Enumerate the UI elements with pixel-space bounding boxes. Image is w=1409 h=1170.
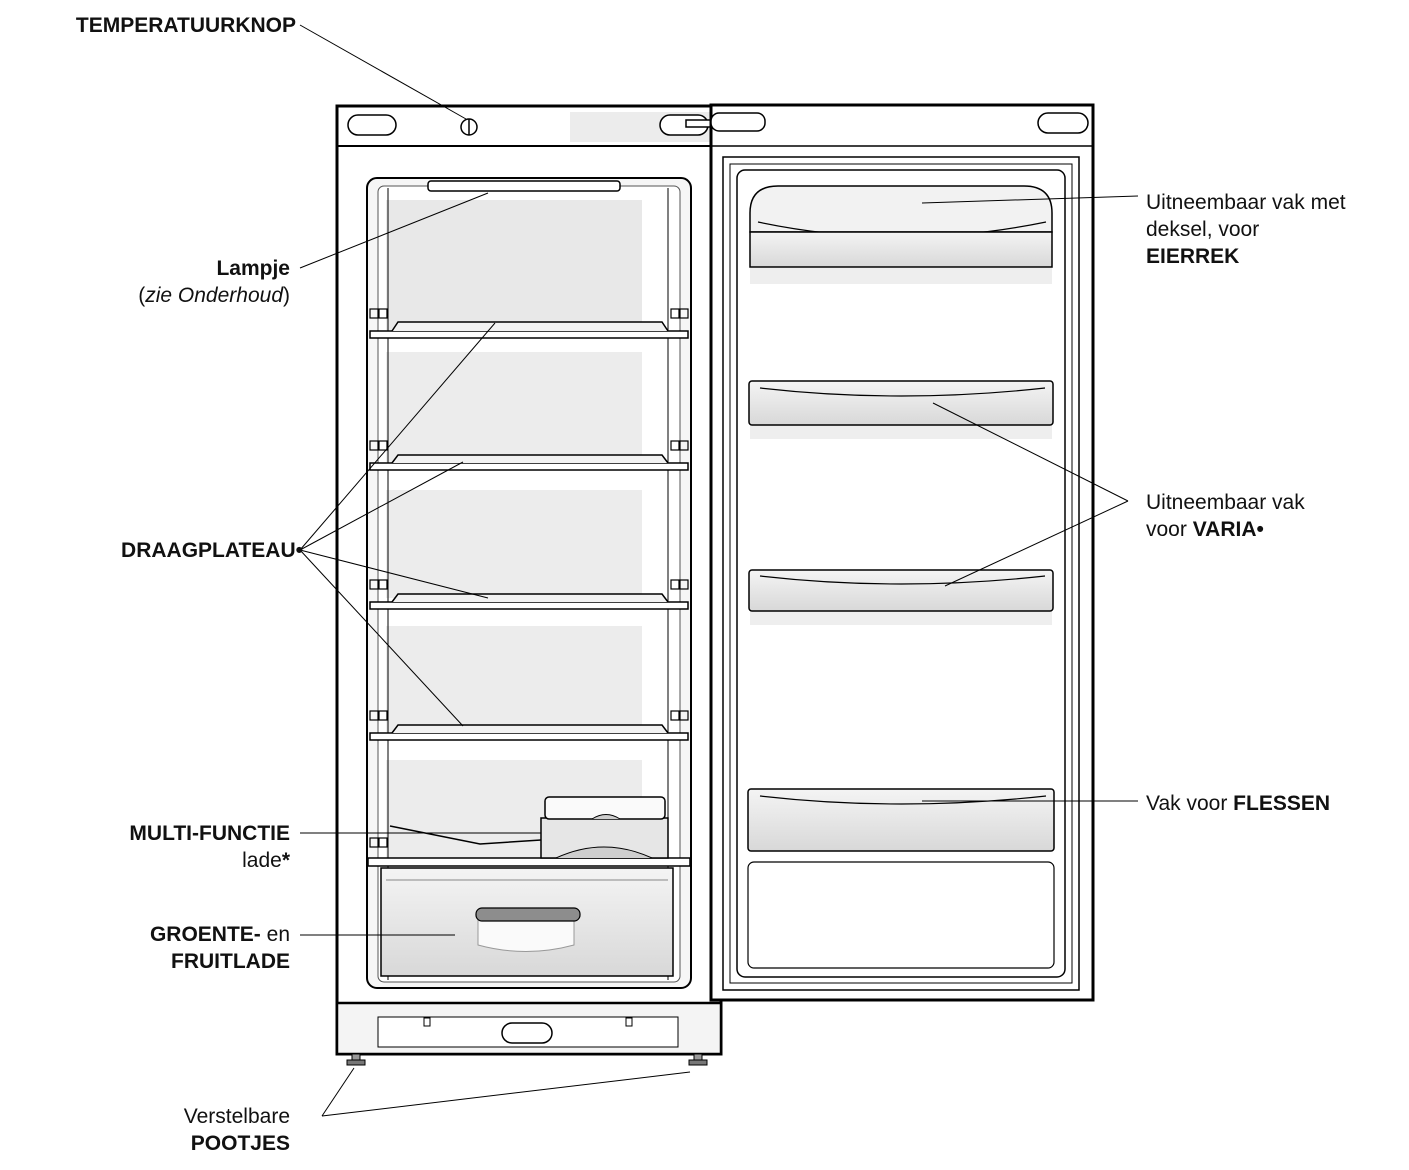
shelf [369,593,689,610]
cabinet [335,104,747,1066]
label-lampje-title: Lampje [216,257,290,280]
label-eierrek-line1: Uitneembaar vak met [1146,191,1346,214]
label-eierrek-line2: deksel, voor [1146,218,1260,241]
label-pootjes-bold: POOTJES [190,1132,290,1155]
label-flessen-text: Vak voor [1146,792,1228,815]
label-pootjes: Verstelbare POOTJES [184,1103,290,1157]
label-groente-en: en [266,923,290,946]
label-groente: GROENTE- en FRUITLADE [150,921,290,975]
label-lampje-close: ) [283,284,290,307]
label-lampje: Lampje (zie Onderhoud) [138,255,290,309]
label-draagplateau-mark: • [295,539,303,562]
adjustable-foot [688,1053,708,1066]
label-varia-text: voor [1146,518,1187,541]
label-temperatuurknop: TEMPERATUURKNOP [76,12,296,39]
label-temperatuurknop-text: TEMPERATUURKNOP [75,14,296,37]
shelf [369,321,689,339]
egg-bin [749,185,1053,268]
door [709,103,1095,1002]
bottle-bin [747,788,1055,969]
leader-lines [299,24,1139,1117]
label-flessen-bold: FLESSEN [1233,792,1331,815]
label-eierrek: Uitneembaar vak met deksel, voor EIERREK [1146,189,1346,270]
multi-function-drawer [389,796,669,859]
label-varia-mark: • [1256,518,1264,541]
label-varia-line1: Uitneembaar vak [1146,491,1305,514]
base-plinth [335,1001,723,1056]
label-multifunctie-text: lade [242,849,282,872]
label-pootjes-text: Verstelbare [183,1105,290,1128]
label-varia: Uitneembaar vak voor VARIA• [1146,489,1305,543]
lamp [427,180,621,192]
door-bin-varia [748,380,1054,426]
label-multifunctie: MULTI-FUNCTIE lade* [129,820,290,874]
label-groente-bold1: GROENTE- [149,923,261,946]
label-varia-bold: VARIA [1192,518,1257,541]
label-multifunctie-mark: * [281,849,290,872]
label-draagplateau: DRAAGPLATEAU• [121,537,303,564]
shelf [369,724,689,741]
door-bin-varia [748,569,1054,612]
label-lampje-open: ( [138,284,146,307]
label-eierrek-bold: EIERREK [1146,245,1240,268]
shelf [369,454,689,471]
label-groente-bold2: FRUITLADE [171,950,290,973]
crisper-drawer [380,867,674,977]
adjustable-foot [346,1053,366,1066]
label-draagplateau-text: DRAAGPLATEAU [121,539,296,562]
label-lampje-note: zie Onderhoud [145,284,283,307]
shelf [367,857,691,867]
label-flessen: Vak voor FLESSEN [1146,790,1330,817]
label-multifunctie-title: MULTI-FUNCTIE [129,822,290,845]
